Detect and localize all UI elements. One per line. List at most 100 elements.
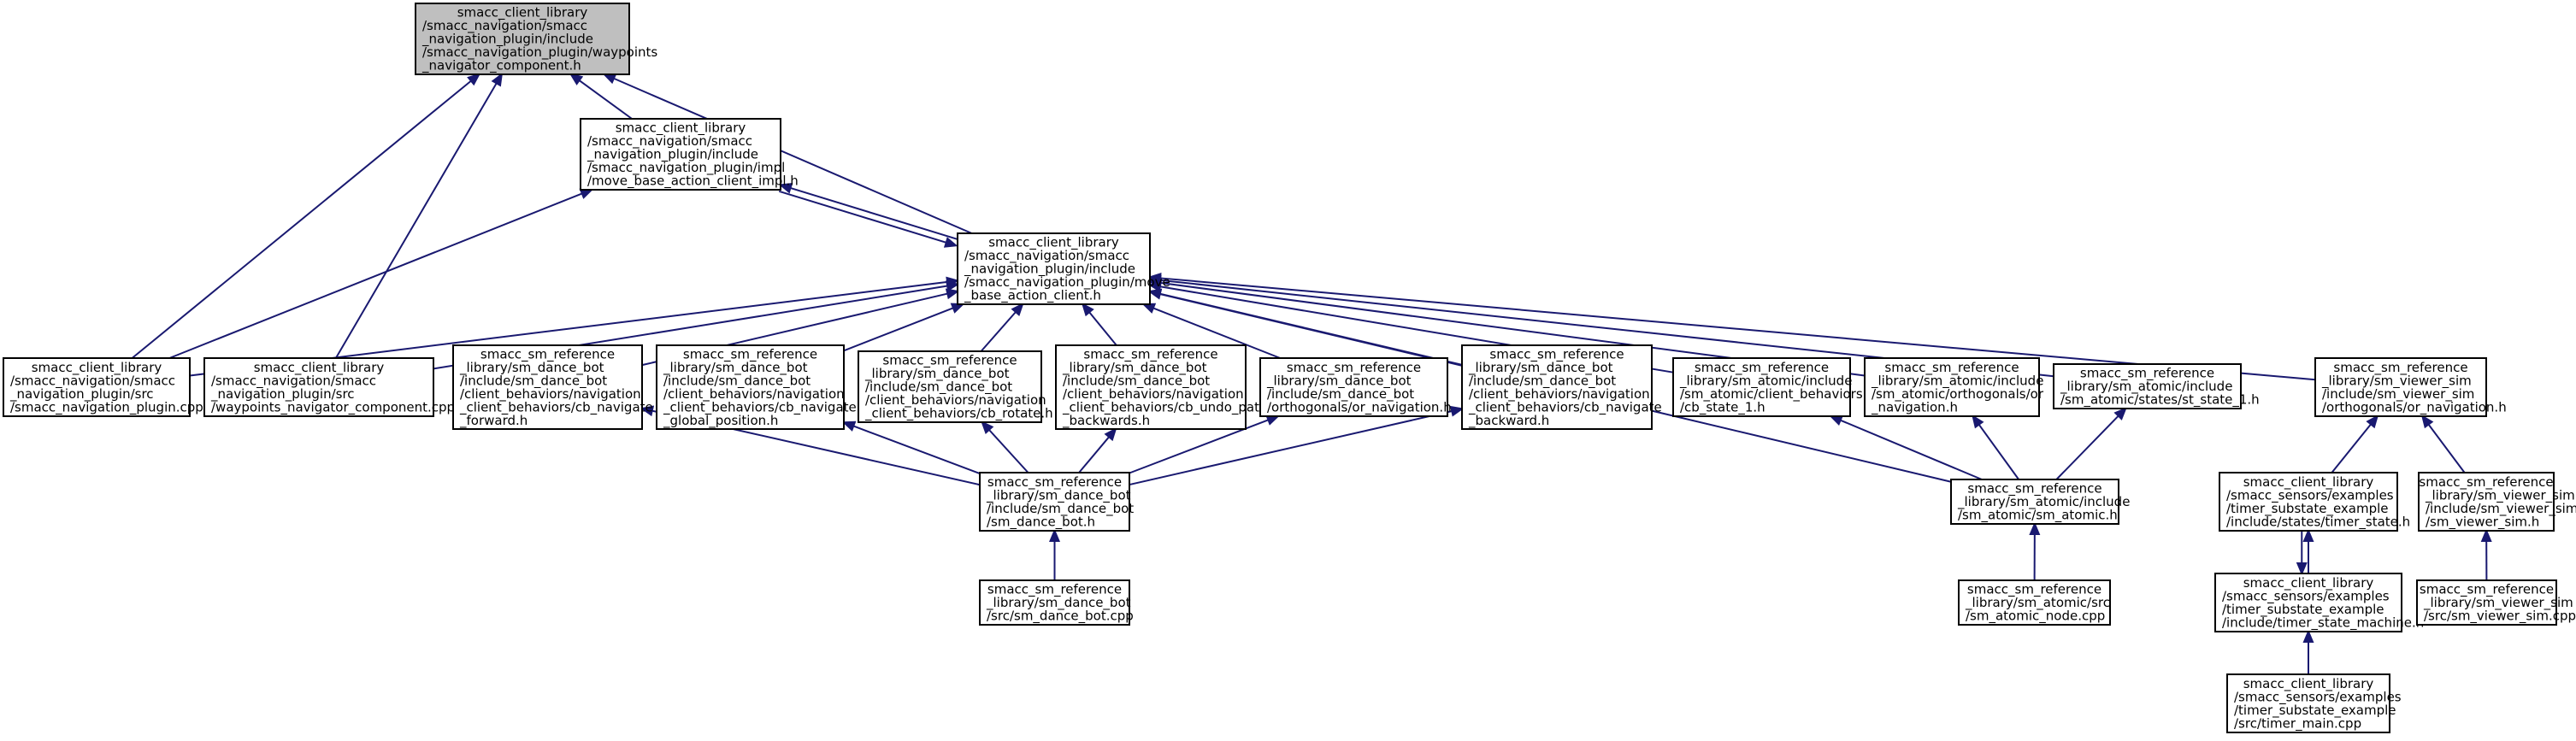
file-node-box: [2053, 363, 2242, 409]
file-node-label-line: _library/sm_dance_bot: [986, 595, 1131, 611]
arrow-head-icon: [1449, 405, 1465, 417]
file-node[interactable]: smacc_sm_reference_library/sm_atomic/inc…: [2053, 363, 2260, 409]
file-node[interactable]: smacc_client_library/smacc_navigation/sm…: [203, 357, 455, 417]
file-node-label-line: smacc_sm_reference: [1287, 360, 1421, 376]
node-layer: smacc_client_library/smacc_navigation/sm…: [3, 3, 2576, 733]
file-node[interactable]: smacc_sm_reference_library/sm_dance_bot/…: [1055, 344, 1268, 430]
include-edge: [980, 303, 1024, 352]
include-edge-line: [578, 79, 633, 120]
file-node-label-line: _library/sm_dance_bot: [986, 487, 1131, 503]
file-node[interactable]: smacc_sm_reference_library/sm_dance_bot/…: [858, 350, 1053, 423]
file-node[interactable]: smacc_sm_reference_library/sm_atomic/inc…: [1950, 479, 2130, 525]
file-node-label-line: _backward.h: [1468, 413, 1549, 429]
include-edge: [2331, 414, 2379, 473]
file-node[interactable]: smacc_sm_reference_library/sm_atomic/src…: [1958, 579, 2111, 626]
file-node-label-line: smacc_client_library: [2243, 676, 2374, 692]
file-node-label-line: /include/timer_state_machine.h: [2222, 615, 2424, 631]
file-node-label-line: _library/sm_atomic/include: [1957, 494, 2130, 510]
file-node[interactable]: smacc_client_library/smacc_sensors/examp…: [2219, 472, 2410, 532]
file-node-label-line: _library/sm_viewer_sim: [2425, 487, 2575, 503]
file-node-label-line: /orthogonals/or_navigation.h: [2322, 399, 2507, 415]
include-edge-line: [1978, 424, 2019, 480]
include-edge-line: [852, 425, 981, 475]
file-node[interactable]: smacc_sm_reference_library/sm_dance_bot/…: [1259, 357, 1452, 417]
file-node-label-line: _navigation_plugin/include: [421, 32, 593, 48]
file-node[interactable]: smacc_sm_reference_library/sm_viewer_sim…: [2416, 579, 2576, 626]
file-node-label-line: /client_behaviors/navigation: [865, 392, 1046, 409]
arrow-head-icon: [1141, 303, 1157, 314]
file-node-label-line: /include/sm_viewer_sim: [2322, 386, 2474, 403]
file-node-label-line: _client_behaviors/cb_navigate: [663, 399, 857, 415]
file-node-label-line: smacc_sm_reference: [882, 353, 1017, 369]
arrow-head-icon: [981, 420, 994, 434]
file-node-label-line: _library/sm_dance_bot: [1468, 360, 1613, 376]
arrow-head-icon: [2113, 407, 2127, 420]
file-node-label-line: /src/sm_dance_bot.cpp: [987, 609, 1134, 625]
file-node[interactable]: smacc_sm_reference_library/sm_dance_bot/…: [979, 579, 1134, 626]
file-node-label-line: /client_behaviors/navigation: [1063, 386, 1244, 403]
include-edge: [2296, 531, 2308, 576]
include-edge-line: [988, 429, 1029, 473]
file-node[interactable]: smacc_client_library/smacc_sensors/examp…: [2226, 673, 2402, 733]
include-edge: [981, 420, 1029, 473]
file-node[interactable]: smacc_sm_reference_library/sm_dance_bot/…: [656, 344, 857, 430]
file-node-label-line: /smacc_sensors/examples: [2222, 588, 2390, 604]
file-node-label-line: /include/sm_dance_bot: [865, 379, 1012, 396]
file-node[interactable]: smacc_sm_reference_library/sm_viewer_sim…: [2314, 357, 2507, 417]
file-node-label-line: smacc_sm_reference: [1884, 360, 2019, 376]
file-node[interactable]: smacc_client_library/smacc_navigation/sm…: [957, 232, 1170, 305]
include-edge: [2029, 521, 2041, 581]
arrow-head-icon: [569, 73, 584, 85]
file-node-label-line: _navigation_plugin/src: [210, 386, 355, 403]
file-node[interactable]: smacc_sm_reference_library/sm_dance_bot/…: [1461, 344, 1662, 430]
include-edge: [1129, 405, 1465, 486]
file-node-label-line: /smacc_navigation/smacc: [422, 18, 587, 34]
include-edge: [1972, 414, 2019, 480]
file-node-label-line: /move_base_action_client_impl.h: [587, 173, 799, 190]
file-node-label-line: /smacc_navigation/smacc: [587, 133, 752, 150]
arrow-head-icon: [943, 237, 958, 248]
include-edge: [1081, 302, 1117, 346]
file-node-box: [1055, 344, 1247, 430]
include-edge-line: [2331, 423, 2372, 473]
include-edge: [168, 188, 594, 359]
arrow-head-icon: [1011, 303, 1024, 317]
file-node-label-line: /client_behaviors/navigation: [663, 386, 845, 403]
file-node-label-line: smacc_sm_reference: [480, 346, 615, 362]
file-node-label-line: _client_behaviors/cb_undo_path: [1062, 399, 1268, 415]
file-node[interactable]: smacc_sm_reference_library/sm_atomic/inc…: [1672, 357, 1863, 417]
file-node-box: [2314, 357, 2487, 417]
file-node[interactable]: smacc_sm_reference_library/sm_atomic/inc…: [1864, 357, 2044, 417]
arrow-head-icon: [1147, 288, 1163, 300]
file-node-label-line: smacc_sm_reference: [2333, 360, 2467, 376]
file-node-label-line: /include/sm_dance_bot: [1267, 386, 1414, 403]
file-node[interactable]: smacc_sm_reference_library/sm_dance_bot/…: [452, 344, 653, 430]
file-node-label-line: _library/sm_atomic/include: [1871, 373, 2043, 389]
file-node[interactable]: smacc_client_library/smacc_navigation/sm…: [3, 357, 203, 417]
file-node[interactable]: smacc_sm_reference_library/sm_dance_bot/…: [979, 472, 1134, 532]
file-node[interactable]: smacc_client_library/smacc_sensors/examp…: [2214, 573, 2424, 632]
file-node[interactable]: smacc_sm_reference_library/sm_viewer_sim…: [2418, 472, 2576, 532]
file-node-box: [1864, 357, 2040, 417]
file-node-box: [415, 3, 630, 75]
include-edge: [334, 72, 504, 359]
include-edge: [2302, 629, 2314, 674]
file-node[interactable]: smacc_client_library/smacc_navigation/sm…: [580, 118, 799, 191]
file-node-label-line: smacc_sm_reference: [2419, 474, 2553, 491]
file-node-label-line: /smacc_navigation/smacc: [211, 373, 376, 389]
arrow-head-icon: [2420, 414, 2434, 429]
file-node-label-line: _library/sm_dance_bot: [1062, 360, 1207, 376]
arrow-head-icon: [467, 73, 481, 86]
file-node-label-line: /smacc_sensors/examples: [2226, 487, 2394, 503]
file-node-label-line: smacc_client_library: [988, 235, 1119, 251]
file-node-label-line: _client_behaviors/cb_rotate.h: [864, 406, 1053, 422]
file-node-label-line: /include/sm_dance_bot: [987, 501, 1134, 517]
file-node-label-line: /timer_substate_example: [2222, 602, 2384, 618]
file-node-label-line: _base_action_client.h: [964, 288, 1101, 304]
file-node-box: [3, 357, 191, 417]
arrow-head-icon: [841, 420, 857, 432]
include-edge: [1078, 427, 1117, 473]
include-edge-line: [790, 186, 958, 240]
include-edge: [1147, 273, 2316, 381]
